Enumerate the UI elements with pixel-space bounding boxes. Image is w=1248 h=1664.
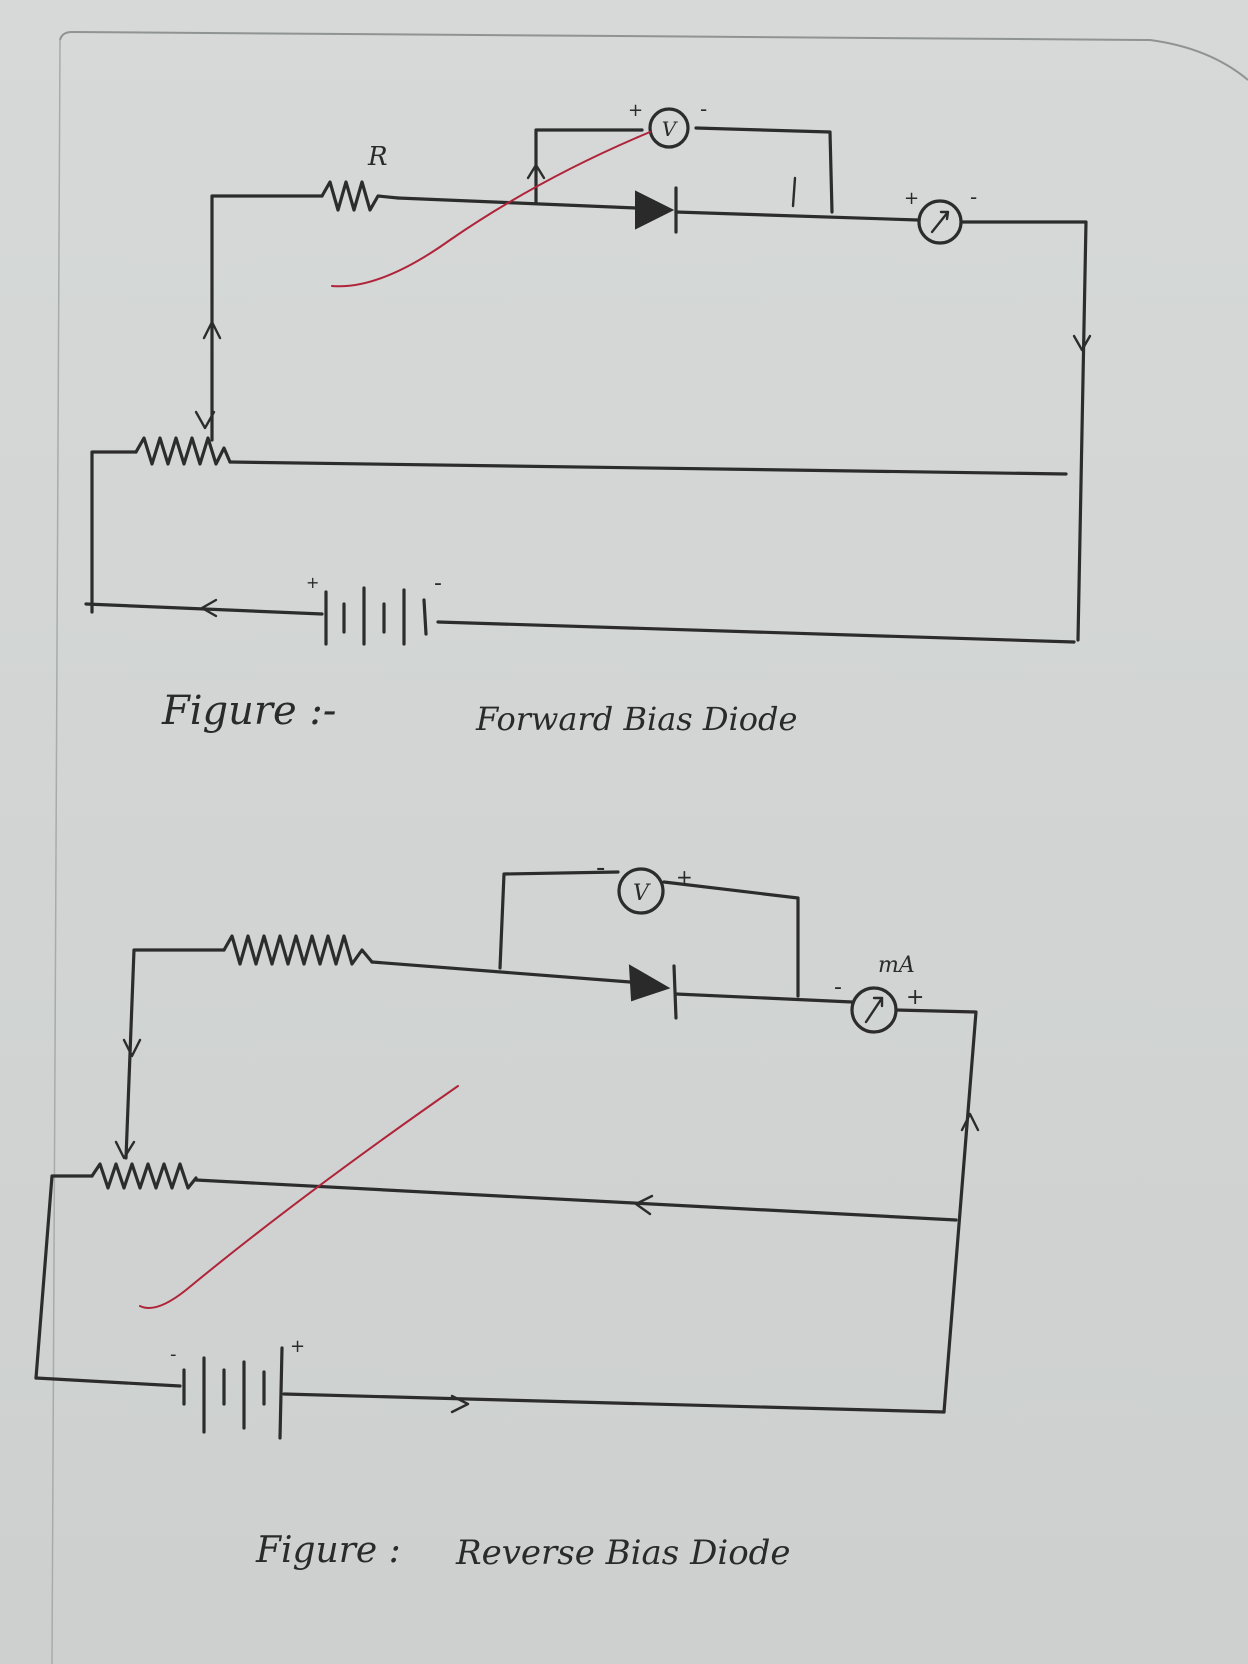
reverse-ammeter-needle (864, 996, 884, 1024)
forward-diode (635, 190, 675, 230)
reverse-rheostat-rail (194, 1178, 958, 1222)
reverse-correction-mark (139, 1085, 459, 1309)
forward-ammeter-plus: + (904, 188, 919, 209)
reverse-bottom-wire (34, 1376, 946, 1414)
forward-slider-arrow-down (194, 410, 216, 430)
reverse-voltmeter (617, 867, 665, 915)
forward-battery-plus: + (306, 573, 319, 592)
forward-rheostat (134, 436, 232, 466)
reverse-resistor (222, 934, 374, 966)
forward-correction-mark (331, 131, 651, 288)
reverse-voltmeter-plus: + (676, 865, 693, 889)
forward-resistor (320, 180, 400, 212)
reverse-diode-bar (672, 964, 678, 1020)
forward-bottom-wire (84, 602, 1076, 644)
reverse-voltmeter-minus: - (596, 853, 605, 883)
forward-ammeter-minus: - (970, 185, 977, 209)
page-edge (59, 30, 1248, 81)
forward-ammeter-needle (930, 210, 950, 234)
reverse-bias-circuit: V - + mA - + - + (34, 853, 980, 1440)
reverse-ammeter-plus: + (906, 985, 924, 1010)
forward-wire-top-left (210, 194, 324, 442)
forward-caption-prefix: Figure :- (161, 688, 336, 734)
reverse-battery-plus: + (290, 1336, 305, 1357)
forward-voltmeter-plus: + (628, 100, 643, 121)
reverse-wire-to-diode (370, 960, 632, 984)
forward-branch-arrow (526, 163, 546, 180)
reverse-ammeter-unit: mA (878, 953, 915, 978)
reverse-battery (182, 1346, 284, 1440)
reverse-voltmeter-branch (498, 870, 800, 998)
forward-voltmeter-minus: - (700, 97, 707, 121)
forward-voltmeter (648, 107, 690, 149)
forward-bottom-arrow (200, 598, 218, 618)
reverse-arrow-right (960, 1112, 980, 1132)
forward-slider-arrow-up (202, 320, 222, 340)
forward-voltmeter-symbol: V (662, 117, 679, 141)
reverse-diode (628, 964, 671, 1002)
reverse-ammeter-minus: - (834, 975, 842, 1000)
reverse-caption: Figure : Reverse Bias Diode (255, 1530, 791, 1573)
forward-caption: Figure :- Forward Bias Diode (161, 688, 797, 738)
reverse-battery-minus: - (170, 1344, 177, 1365)
forward-resistor-label: R (367, 142, 388, 172)
reverse-wire-right (894, 1008, 978, 1414)
forward-stray-mark (791, 176, 797, 208)
forward-voltmeter-branch (534, 126, 834, 214)
reverse-rail-arrow (634, 1194, 654, 1216)
forward-wire-to-ammeter (674, 210, 920, 222)
margin-line (51, 39, 61, 1664)
reverse-wire-to-ammeter (674, 992, 854, 1004)
reverse-rheostat (90, 1162, 198, 1190)
reverse-bottom-arrow (450, 1394, 470, 1414)
reverse-caption-title: Reverse Bias Diode (455, 1533, 791, 1573)
forward-caption-title: Forward Bias Diode (475, 700, 797, 738)
reverse-caption-prefix: Figure : (255, 1530, 401, 1571)
forward-rheostat-rail (228, 460, 1068, 476)
reverse-voltmeter-symbol: V (633, 881, 651, 906)
reverse-rheostat-line (34, 1174, 94, 1380)
forward-rheostat-line (90, 450, 138, 614)
reverse-wire-top-left (124, 948, 226, 1160)
forward-wire-right (960, 220, 1088, 642)
forward-battery-minus: - (434, 571, 442, 596)
forward-wire-to-diode (396, 196, 638, 210)
forward-arrow-right (1072, 334, 1092, 352)
forward-bias-circuit: R V + - + - + - (84, 97, 1092, 646)
forward-battery (324, 586, 428, 646)
reverse-arrow-left (122, 1038, 142, 1058)
reverse-slider-arrow (114, 1140, 136, 1160)
